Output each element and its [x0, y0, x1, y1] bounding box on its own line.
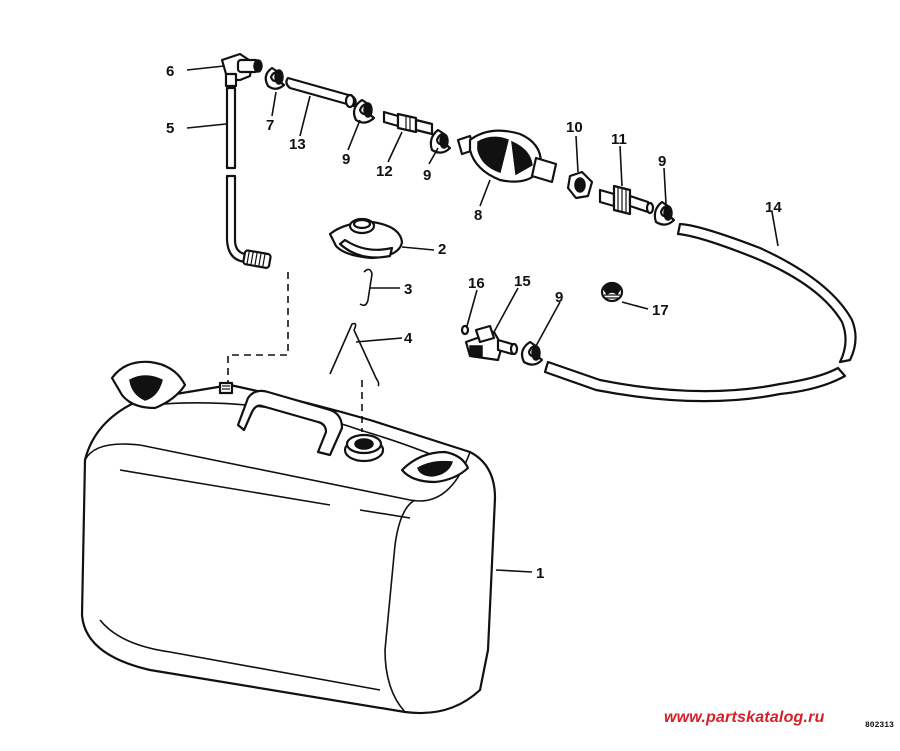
hose-short — [285, 76, 357, 109]
callout-16: 16 — [468, 275, 485, 292]
hose-long — [543, 222, 857, 403]
o-ring-16 — [460, 324, 470, 336]
callout-2: 2 — [438, 241, 446, 258]
callout-10: 10 — [566, 119, 583, 136]
hose-clamp-17 — [600, 281, 624, 303]
primer-bulb — [456, 129, 558, 184]
callout-7: 7 — [266, 117, 274, 134]
tank-grip-right — [400, 450, 470, 484]
elbow-fitting — [220, 52, 263, 88]
leader-lines — [186, 65, 779, 573]
tank-connector-15 — [464, 324, 519, 362]
connector-12 — [382, 110, 434, 136]
tank-grip-left — [110, 360, 187, 410]
callout-5: 5 — [166, 120, 174, 137]
tank-gauge-fitting — [218, 381, 234, 395]
callout-14: 14 — [765, 199, 782, 216]
callout-3: 3 — [404, 281, 412, 298]
callout-9-b: 9 — [423, 167, 431, 184]
callout-4: 4 — [404, 330, 413, 347]
tank-handle — [236, 389, 344, 457]
callout-17: 17 — [652, 302, 669, 319]
callout-11: 11 — [611, 131, 627, 148]
pickup-tube — [225, 86, 272, 269]
callout-9-d: 9 — [555, 289, 563, 306]
clamp-7 — [264, 66, 286, 90]
nut-10 — [566, 170, 594, 200]
filler-neck — [343, 433, 385, 463]
assembly-dashed-lines — [227, 272, 363, 432]
spring-clip — [329, 322, 380, 387]
fuel-tank — [80, 383, 497, 715]
clamp-9-c — [653, 200, 676, 226]
clamp-9-d — [520, 340, 544, 366]
callout-12: 12 — [376, 163, 393, 180]
callout-9-a: 9 — [342, 151, 350, 168]
callout-6: 6 — [166, 63, 174, 80]
callout-1: 1 — [536, 565, 544, 582]
filler-cap — [328, 217, 404, 260]
retainer-hook — [359, 268, 373, 307]
callout-9-c: 9 — [658, 153, 666, 170]
watermark-url: www.partskatalog.ru — [664, 709, 825, 726]
callout-15: 15 — [514, 273, 531, 290]
connector-11 — [598, 184, 655, 216]
clamp-9-b — [429, 128, 452, 154]
figure-code: 802313 — [865, 721, 894, 730]
callout-8: 8 — [474, 207, 482, 224]
clamp-9-a — [352, 98, 376, 124]
callout-labels: 1 2 3 4 5 6 7 8 9 9 9 9 10 11 12 13 14 1… — [166, 63, 782, 582]
callout-13: 13 — [289, 136, 306, 153]
